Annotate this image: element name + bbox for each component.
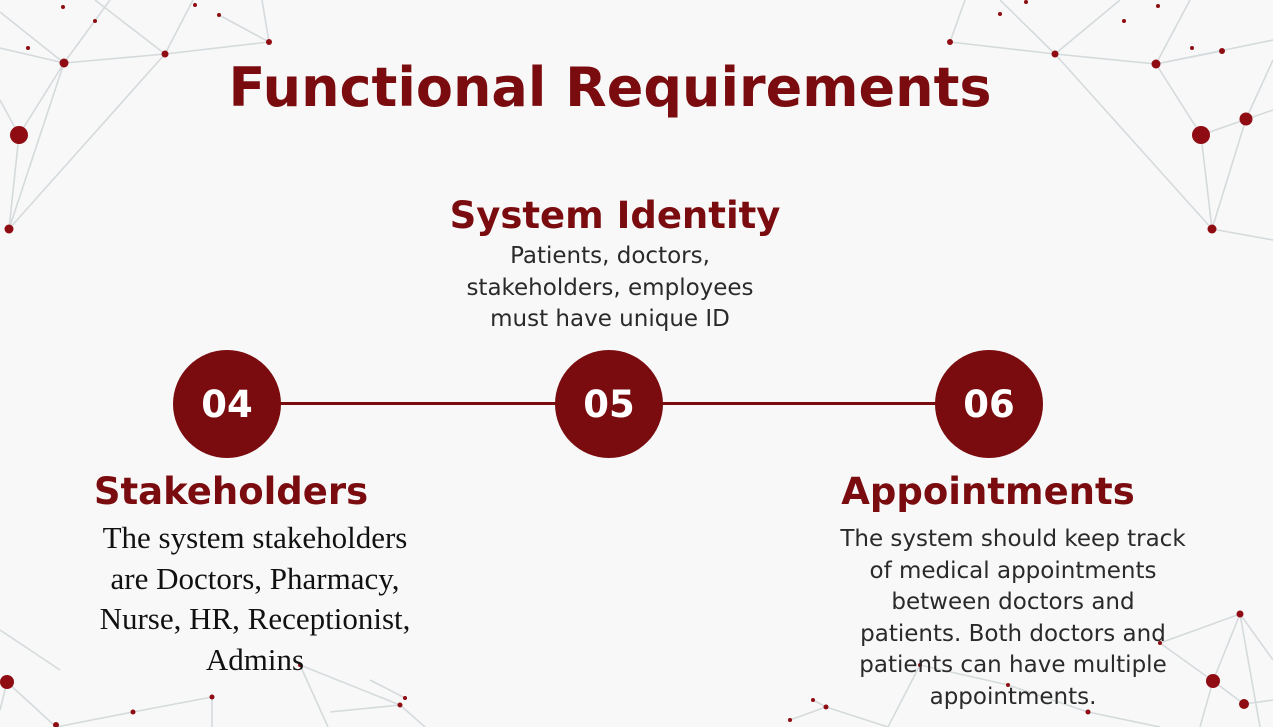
- step-body-stakeholders: The system stakeholders are Doctors, Pha…: [50, 518, 460, 680]
- body-line: Patients, doctors,: [510, 243, 710, 269]
- body-line: Nurse, HR, Receptionist,: [99, 601, 411, 636]
- step-number-06: 06: [963, 382, 1015, 426]
- step-heading-system-identity: System Identity: [449, 194, 781, 237]
- slide-title: Functional Requirements: [228, 56, 992, 119]
- body-line: of medical appointments: [869, 557, 1157, 584]
- body-line: stakeholders, employees: [466, 274, 754, 301]
- step-circle-05: 05: [555, 350, 663, 458]
- body-line: Admins: [205, 641, 305, 677]
- body-line: The system stakeholders: [102, 520, 408, 555]
- body-line: patients. Both doctors and: [860, 620, 1166, 647]
- body-line: patients can have multiple: [859, 652, 1167, 678]
- step-circle-06: 06: [935, 350, 1043, 458]
- step-number-04: 04: [201, 382, 253, 426]
- body-line: The system should keep track: [840, 526, 1186, 552]
- step-circle-04: 04: [173, 350, 281, 458]
- step-heading-appointments: Appointments: [841, 470, 1135, 513]
- body-line: are Doctors, Pharmacy,: [110, 560, 400, 596]
- body-line: appointments.: [929, 683, 1097, 710]
- step-number-05: 05: [583, 382, 635, 426]
- body-line: between doctors and: [891, 589, 1135, 615]
- step-body-appointments: The system should keep track of medical …: [800, 524, 1226, 713]
- body-line: must have unique ID: [490, 306, 730, 332]
- step-body-system-identity: Patients, doctors, stakeholders, employe…: [410, 241, 810, 336]
- step-heading-stakeholders: Stakeholders: [93, 470, 369, 513]
